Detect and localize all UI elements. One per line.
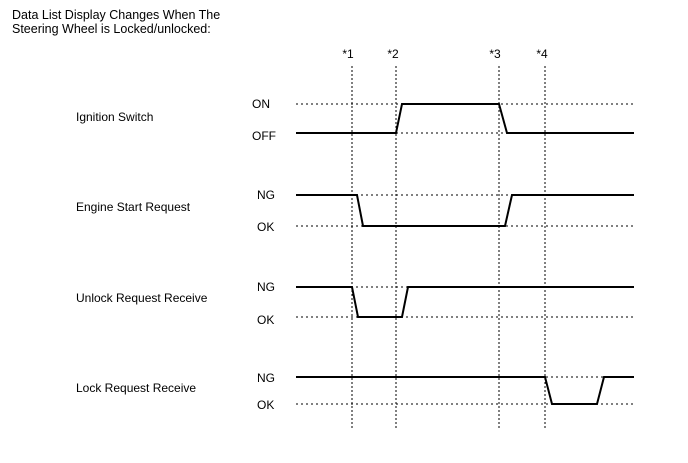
signal-high-label: NG	[257, 371, 275, 385]
marker-label-3: *3	[489, 47, 501, 61]
signal-name: Engine Start Request	[76, 200, 191, 214]
signal-low-label: OK	[257, 220, 274, 234]
signal-high-label: NG	[257, 280, 275, 294]
signal-name: Lock Request Receive	[76, 381, 196, 395]
signal-low-label: OFF	[252, 129, 276, 143]
signal-waveform	[296, 103, 634, 134]
signal-low-label: OK	[257, 398, 274, 412]
signal-low-label: OK	[257, 313, 274, 327]
marker-label-2: *2	[387, 47, 399, 61]
diagram-title: Data List Display Changes When The Steer…	[12, 8, 220, 36]
diagram-title-line-2: Steering Wheel is Locked/unlocked:	[12, 22, 211, 36]
signal-high-label: ON	[252, 97, 270, 111]
signal-ignition-switch: Ignition Switch ON OFF	[76, 97, 634, 143]
signal-unlock-request-receive: Unlock Request Receive NG OK	[76, 280, 634, 327]
signal-waveform	[296, 194, 634, 227]
signal-engine-start-request: Engine Start Request NG OK	[76, 188, 634, 234]
signal-lock-request-receive: Lock Request Receive NG OK	[76, 371, 634, 412]
diagram-title-line-1: Data List Display Changes When The	[12, 8, 221, 22]
marker-label-1: *1	[342, 47, 354, 61]
signal-name: Unlock Request Receive	[76, 291, 208, 305]
signal-waveform	[296, 376, 634, 405]
signal-waveform	[296, 286, 634, 318]
signal-name: Ignition Switch	[76, 110, 153, 124]
marker-label-4: *4	[536, 47, 548, 61]
signal-high-label: NG	[257, 188, 275, 202]
